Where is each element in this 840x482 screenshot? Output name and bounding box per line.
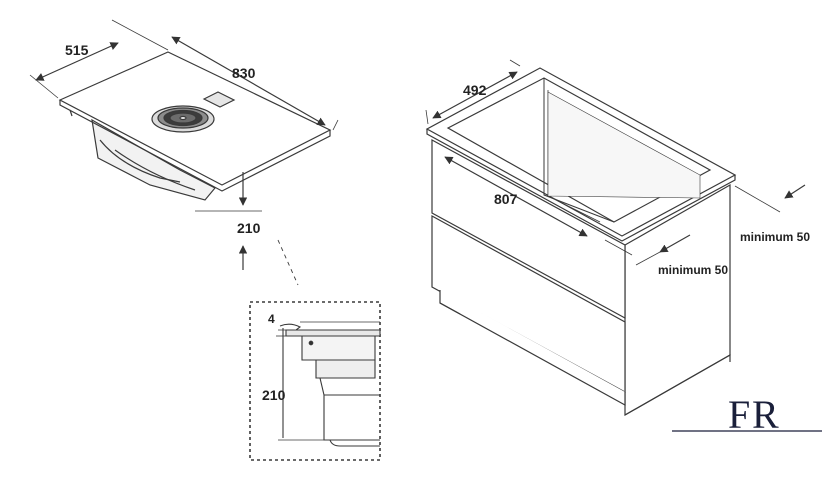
hob-depth-label: 515 [65,42,89,58]
logo-letter-r: R [752,392,779,437]
clearance-front-label: minimum 50 [658,263,728,277]
brand-logo: F R [672,392,822,437]
clearance-side-label: minimum 50 [740,230,810,244]
logo-letter-f: F [728,392,750,437]
hob-width-label: 830 [232,65,256,81]
cabinet-drawing [425,59,806,417]
cabinet-width-label: 807 [494,191,518,207]
hob-underbody [91,118,216,201]
detail-thickness-label: 4 [268,312,275,326]
extractor-icon [151,105,215,133]
detail-view [249,301,381,461]
hob-height-label: 210 [237,220,261,236]
plinth [439,290,626,407]
detail-height-label: 210 [262,387,286,403]
hob-drawing [29,19,339,286]
cabinet-depth-label: 492 [463,82,487,98]
